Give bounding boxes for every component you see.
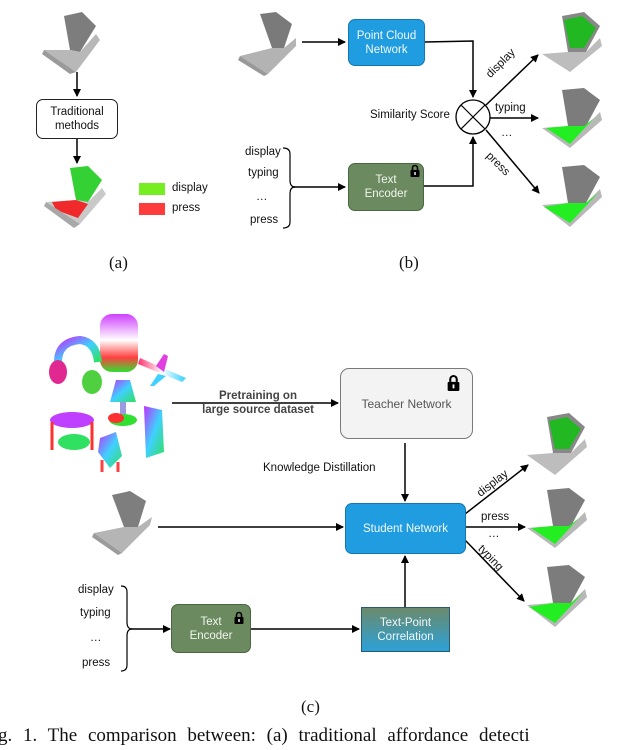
laptop-input-b (238, 12, 296, 76)
laptop-output-c-typing (527, 565, 587, 627)
laptop-output-a (44, 166, 106, 228)
arrow-c-out-typing (464, 539, 525, 602)
panel-c-caption: (c) (301, 697, 320, 716)
arrow-b-out-display (485, 54, 539, 106)
laptop-output-c-press (527, 488, 587, 548)
text-encoder-b-line2: Encoder (364, 188, 408, 200)
text-encoder-b-line1: Text (375, 174, 397, 186)
student-network-box: Student Network (345, 503, 466, 554)
pretraining-label: Pretraining on large source dataset (188, 389, 328, 417)
output-c-ellipsis-label: … (488, 528, 500, 540)
prompt-b-press: press (250, 214, 279, 226)
similarity-score-label: Similarity Score (370, 109, 450, 121)
correlation-line2: Correlation (377, 630, 434, 643)
arrow-b-enc-to-sim (424, 136, 477, 187)
lock-icon (410, 164, 420, 177)
prompt-b-display: display (245, 146, 281, 158)
prompt-c-typing: typing (80, 607, 111, 619)
teacher-network-label: Teacher Network (361, 396, 452, 411)
legend-swatch-press (139, 203, 165, 215)
panel-a-caption: (a) (109, 253, 128, 272)
laptop-output-b-display (542, 12, 602, 72)
arrow-b-out-press (485, 129, 540, 194)
pretraining-label-line1: Pretraining on (219, 390, 297, 402)
laptop-output-b-press (542, 165, 602, 227)
point-cloud-network-line1: Point Cloud (356, 29, 417, 42)
lock-icon (447, 375, 460, 391)
laptop-input-a (42, 12, 100, 74)
figure-caption: g. 1. The comparison between: (a) tradit… (0, 725, 530, 746)
legend-label-display: display (172, 182, 208, 194)
arrow-c-out-display (464, 464, 529, 515)
prompt-brace-b (282, 147, 296, 229)
prompt-b-typing: typing (248, 167, 279, 179)
prompt-b-ellipsis: … (256, 191, 268, 203)
pretraining-label-line2: large source dataset (202, 404, 314, 416)
text-encoder-c-line1: Text (200, 615, 222, 628)
prompt-brace-c (120, 585, 133, 672)
text-point-correlation-box: Text-Point Correlation (361, 607, 450, 652)
prompt-c-ellipsis: … (90, 632, 102, 644)
arrow-b-pcn-to-sim (424, 40, 477, 98)
point-cloud-network-box: Point Cloud Network (348, 19, 425, 66)
knowledge-distillation-label: Knowledge Distillation (263, 462, 376, 474)
output-c-press-label: press (481, 511, 510, 523)
text-encoder-c-line2: Encoder (189, 629, 233, 642)
correlation-line1: Text-Point (379, 616, 432, 629)
panel-b-caption: (b) (399, 253, 419, 272)
legend-label-press: press (172, 202, 201, 214)
student-network-label: Student Network (362, 522, 448, 535)
laptop-input-c (92, 491, 152, 555)
traditional-methods-box: Traditional methods (36, 99, 118, 139)
source-dataset-shapes (49, 314, 186, 472)
output-b-typing-label: typing (495, 102, 526, 114)
traditional-methods-line2: methods (54, 120, 100, 132)
prompt-c-display: display (78, 584, 114, 596)
lock-icon (234, 611, 244, 624)
prompt-c-press: press (82, 657, 111, 669)
text-encoder-box-c: Text Encoder (171, 604, 251, 653)
laptop-output-c-display (527, 413, 587, 475)
output-b-ellipsis-label: … (501, 127, 513, 139)
laptop-output-b-typing (542, 88, 602, 148)
traditional-methods-line1: Traditional (50, 106, 104, 118)
legend-swatch-display (139, 183, 165, 195)
point-cloud-network-line2: Network (365, 43, 408, 56)
